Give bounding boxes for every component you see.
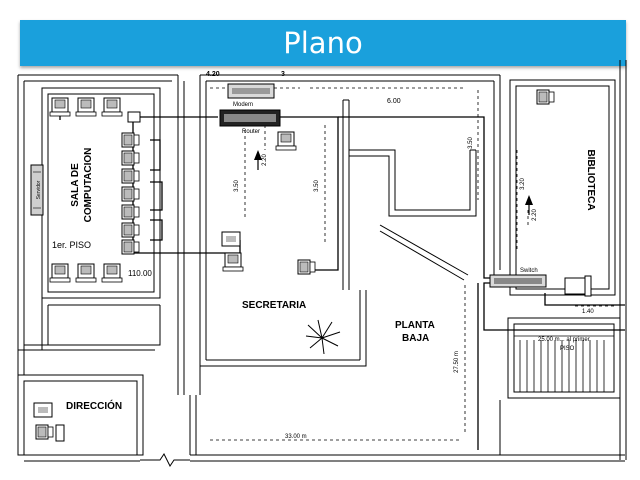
label-dimension-350-b: 3.50 [314, 180, 320, 192]
label-sala-computacion-line1: SALA DE [70, 163, 81, 207]
break-symbol [140, 453, 190, 467]
server-rack [30, 164, 44, 216]
workstation [75, 263, 97, 283]
slide-title-bar: Plano [20, 20, 626, 66]
network-switch [489, 274, 547, 288]
label-direccion: DIRECCIÓN [66, 399, 122, 412]
direction-arrows [254, 150, 533, 215]
workstation [121, 150, 140, 166]
label-server: Servidor [36, 180, 42, 199]
label-router: Router [242, 129, 260, 135]
slide-title: Plano [283, 26, 363, 60]
label-biblioteca: BIBLIOTECA [585, 149, 596, 210]
label-stairs-line1: 25.00 m... al primer [538, 337, 590, 343]
workstation [101, 263, 123, 283]
workstation [35, 424, 54, 440]
dimension-lines [210, 87, 615, 441]
direccion-equipment [33, 402, 65, 442]
plant-icon [305, 319, 341, 355]
workstation [75, 97, 97, 117]
workstation [275, 131, 297, 151]
label-dimension-220-a: 2.20 [262, 154, 268, 166]
computer-lab-workstations [49, 97, 141, 283]
label-planta-baja-line1: PLANTA [395, 320, 435, 331]
workstation [121, 204, 140, 220]
workstation [101, 97, 123, 117]
workstation [121, 186, 140, 202]
workstation [564, 277, 586, 295]
workstation [536, 89, 555, 105]
label-dimension-2750: 27.50 m [454, 351, 460, 373]
router-device [219, 109, 281, 127]
label-dimension-420: 4.20 [206, 71, 220, 78]
workstation [121, 239, 140, 255]
biblioteca-equipment [536, 89, 592, 297]
walls [17, 60, 627, 462]
workstation [222, 252, 244, 272]
label-dimension-110: 110.00 [128, 269, 152, 278]
workstation [121, 132, 140, 148]
label-dimension-3: 3 [281, 71, 285, 78]
label-planta-baja-line2: BAJA [402, 333, 429, 344]
workstation [121, 222, 140, 238]
workstation [49, 97, 71, 117]
workstation [121, 168, 140, 184]
modem-device [227, 83, 275, 99]
label-dimension-350-c: 3.50 [468, 137, 474, 149]
label-dimension-350-a: 3.50 [234, 180, 240, 192]
workstation [49, 263, 71, 283]
label-dimension-600: 6.00 [387, 98, 401, 105]
label-secretaria: SECRETARIA [242, 300, 306, 311]
label-stairs-line2: PISO [560, 346, 575, 352]
label-dimension-220-b: 2.20 [532, 209, 538, 221]
secretaria-equipment [221, 131, 316, 275]
workstation [297, 259, 316, 275]
label-switch: Switch [520, 268, 538, 274]
stairs [514, 335, 614, 392]
label-modem: Modem [233, 102, 253, 108]
label-dimension-320: 3.20 [520, 178, 526, 190]
label-dimension-140: 1.40 [582, 309, 594, 315]
label-sala-computacion-line2: COMPUTACION [83, 148, 94, 223]
label-first-floor: 1er. PISO [52, 240, 91, 250]
label-dimension-3300: 33.00 m [285, 434, 307, 440]
